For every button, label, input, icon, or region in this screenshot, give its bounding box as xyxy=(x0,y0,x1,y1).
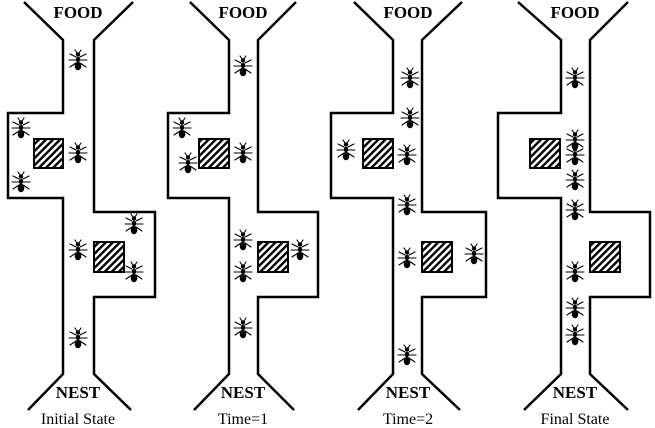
food-label: FOOD xyxy=(550,3,599,22)
panel-time-1: FOOD NEST Time=1 xyxy=(166,1,320,428)
obstacle-upper xyxy=(529,138,561,169)
ant-icon xyxy=(68,142,88,164)
path-right-wall xyxy=(256,1,320,411)
path-right-wall xyxy=(588,1,652,411)
obstacle-lower xyxy=(589,241,621,273)
ant-icon xyxy=(11,171,31,193)
ant-icon xyxy=(565,169,585,191)
obstacle-upper xyxy=(33,138,64,169)
ant-icon xyxy=(400,67,420,89)
path-left-wall xyxy=(6,1,65,411)
obstacle-upper xyxy=(198,138,230,169)
ant-icon xyxy=(124,261,144,283)
panel-caption: Initial State xyxy=(41,411,115,428)
panel-final-state: FOOD NEST Final State xyxy=(496,1,652,428)
ant-icon xyxy=(124,213,144,235)
panel-caption: Time=2 xyxy=(383,411,433,428)
ant-icon xyxy=(565,261,585,283)
ant-icon xyxy=(565,324,585,346)
path-left-wall xyxy=(166,1,231,411)
ant-icon xyxy=(565,129,585,151)
ant-icon xyxy=(290,239,310,261)
ant-icon xyxy=(565,297,585,319)
ant-icon xyxy=(565,199,585,221)
ant-icon xyxy=(336,139,356,161)
food-label: FOOD xyxy=(53,3,102,22)
path-left-wall xyxy=(496,1,563,411)
panel-caption: Final State xyxy=(541,411,610,428)
ant-icon xyxy=(178,152,198,174)
food-label: FOOD xyxy=(218,3,267,22)
food-label: FOOD xyxy=(383,3,432,22)
nest-label: NEST xyxy=(56,383,101,402)
ant-icon xyxy=(397,194,417,216)
path-right-wall xyxy=(420,1,488,411)
panel-time-2: FOOD NEST Time=2 xyxy=(329,1,488,428)
ant-icon xyxy=(464,243,484,265)
ant-icon xyxy=(397,344,417,366)
ant-icon xyxy=(172,117,192,139)
ant-icon xyxy=(397,144,417,166)
obstacle-lower xyxy=(93,241,125,273)
obstacle-lower xyxy=(421,241,453,273)
ant-icon xyxy=(233,142,253,164)
ant-icon xyxy=(400,107,420,129)
ant-icon xyxy=(397,247,417,269)
ant-icon xyxy=(233,55,253,77)
panel-initial-state: FOOD NEST Initial State xyxy=(6,1,157,428)
nest-label: NEST xyxy=(386,383,431,402)
obstacle-upper xyxy=(362,138,394,169)
ant-icon xyxy=(233,229,253,251)
ant-icon xyxy=(11,117,31,139)
ant-icon xyxy=(565,67,585,89)
ant-icon xyxy=(68,239,88,261)
ant-icon xyxy=(233,261,253,283)
path-left-wall xyxy=(329,1,395,411)
nest-label: NEST xyxy=(221,383,266,402)
panel-caption: Time=1 xyxy=(218,411,268,428)
ant-icon xyxy=(68,49,88,71)
ant-icon xyxy=(68,327,88,349)
path-right-wall xyxy=(92,1,157,411)
ant-icon xyxy=(233,317,253,339)
nest-label: NEST xyxy=(553,383,598,402)
ant-icon xyxy=(565,144,585,166)
obstacle-lower xyxy=(257,241,289,273)
